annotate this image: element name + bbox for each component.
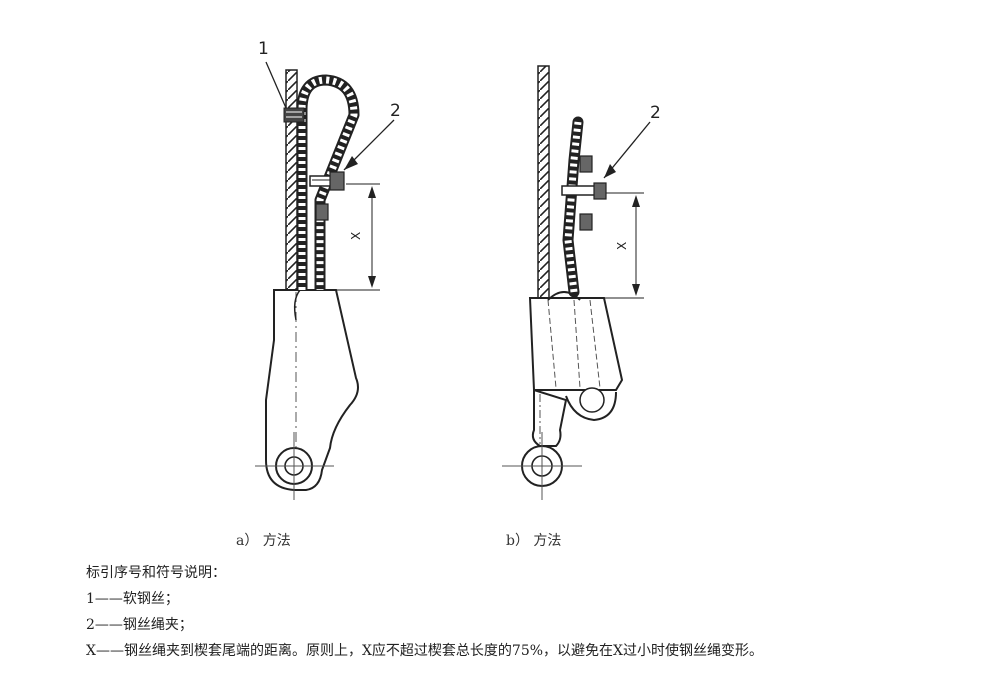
caption-b: b） 方法 [506,533,562,549]
dimension-x-b: X [615,242,629,250]
figure-b: 2 X [502,65,661,500]
figure-a: 1 2 X [255,39,401,500]
wedge-socket-a [265,289,359,491]
wire-rope-b [537,65,550,299]
legend-item-soft-wire: 1——软钢丝； [86,591,179,607]
rope-clip-a [309,171,345,221]
soft-wire-a [283,107,305,123]
wire-rope-clip-diagram: 1 2 X [255,39,661,500]
legend-item-x-distance: X——钢丝绳夹到楔套尾端的距离。原则上，X应不超过楔套总长度的75%，以避免在X… [86,643,764,659]
wire-rope-a [285,69,298,291]
wedge-socket-b [528,297,624,391]
legend-title: 标引序号和符号说明： [86,565,226,581]
caption-a: a） 方法 [236,533,291,549]
callout-2-a: 2 [390,101,401,121]
legend-item-rope-clip: 2——钢丝绳夹； [86,617,193,633]
dimension-x-a: X [349,232,363,240]
callout-2-b: 2 [650,103,661,123]
callout-1: 1 [258,39,269,59]
rope-clip-b [561,155,607,231]
